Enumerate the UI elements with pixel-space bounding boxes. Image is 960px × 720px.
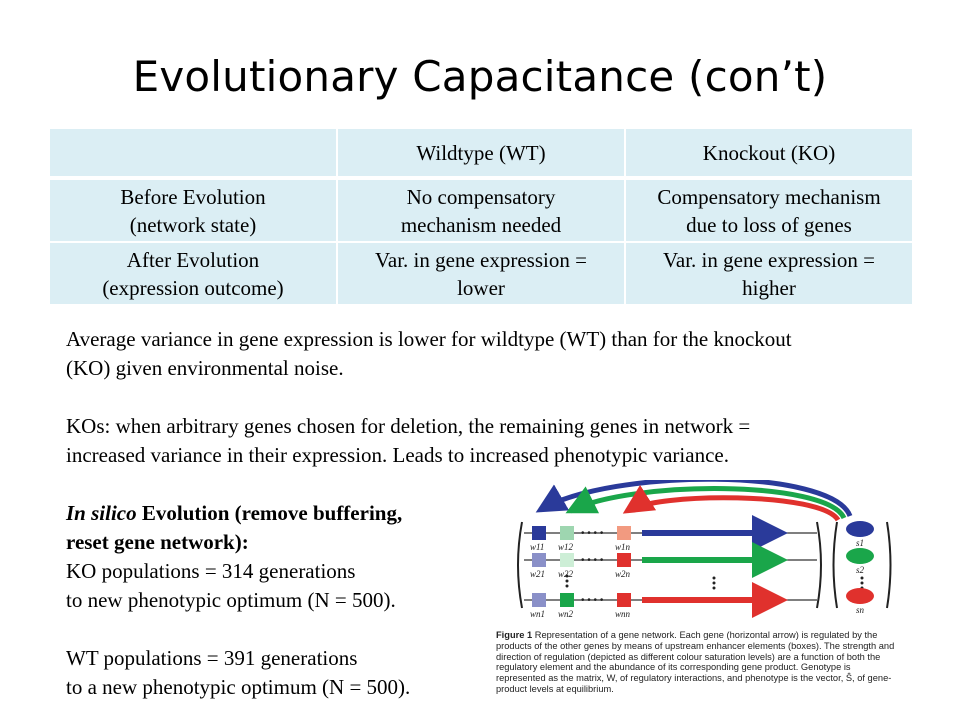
figure-caption-text: Representation of a gene network. Each g… <box>496 630 895 694</box>
svg-text:• • • •: • • • • <box>581 555 604 566</box>
row-label-before: Before Evolution(network state) <box>48 177 338 243</box>
label-wnn: wnn <box>615 609 631 619</box>
comparison-table: Wildtype (WT) Knockout (KO) Before Evolu… <box>48 127 914 306</box>
feedback-arc-red <box>622 484 841 522</box>
gene-product-sn <box>846 588 874 604</box>
vector-bracket-left <box>832 521 838 609</box>
figure-caption: Figure 1 Representation of a gene networ… <box>496 630 901 695</box>
vertical-ellipsis <box>565 574 864 590</box>
gene-row-1: • • • • <box>524 515 817 551</box>
gene-row-2: • • • • <box>524 542 817 578</box>
label-w1n: w1n <box>615 542 631 552</box>
figure-caption-label: Figure 1 <box>496 630 533 640</box>
silico-italic: In silico <box>66 501 137 525</box>
label-w2n: w2n <box>615 569 631 579</box>
table-row-before: Before Evolution(network state) No compe… <box>48 177 914 243</box>
feedback-arc-green <box>565 486 847 520</box>
label-w11: w11 <box>530 542 544 552</box>
paragraph-variance: Average variance in gene expression is l… <box>66 327 792 380</box>
cell-after-ko: Var. in gene expression =higher <box>624 241 914 306</box>
silico-evolution-text: In silico Evolution (remove buffering, r… <box>66 501 411 699</box>
label-sn: sn <box>856 605 865 615</box>
matrix-bracket-left <box>517 521 523 609</box>
label-w21: w21 <box>530 569 545 579</box>
row-label-after: After Evolution(expression outcome) <box>48 241 338 306</box>
table-header-row: Wildtype (WT) Knockout (KO) <box>48 127 914 180</box>
label-wn1: wn1 <box>530 609 545 619</box>
vector-bracket-right <box>886 521 892 609</box>
label-w22: w22 <box>558 569 574 579</box>
label-s1: s1 <box>856 538 864 548</box>
svg-text:• • • •: • • • • <box>581 528 604 539</box>
gene-product-s1 <box>846 521 874 537</box>
slide-title: Evolutionary Capacitance (con’t) <box>132 52 828 101</box>
silico-subheading: reset gene network): <box>66 530 249 554</box>
matrix-bracket-right <box>816 521 822 609</box>
label-s2: s2 <box>856 565 865 575</box>
label-w12: w12 <box>558 542 574 552</box>
header-cell-empty <box>48 127 338 180</box>
gene-network-figure: • • • • • • • • • • • • w11 w12 w1n w21 … <box>517 480 892 619</box>
label-wn2: wn2 <box>558 609 574 619</box>
paragraph-knockouts: KOs: when arbitrary genes chosen for del… <box>66 414 751 467</box>
table-row-after: After Evolution(expression outcome) Var.… <box>48 241 914 306</box>
gene-row-n: • • • • <box>524 582 817 618</box>
cell-after-wt: Var. in gene expression =lower <box>336 241 626 306</box>
gene-product-s2 <box>846 548 874 564</box>
header-cell-wt: Wildtype (WT) <box>336 127 626 180</box>
header-cell-ko: Knockout (KO) <box>624 127 914 180</box>
svg-text:• • • •: • • • • <box>581 595 604 606</box>
